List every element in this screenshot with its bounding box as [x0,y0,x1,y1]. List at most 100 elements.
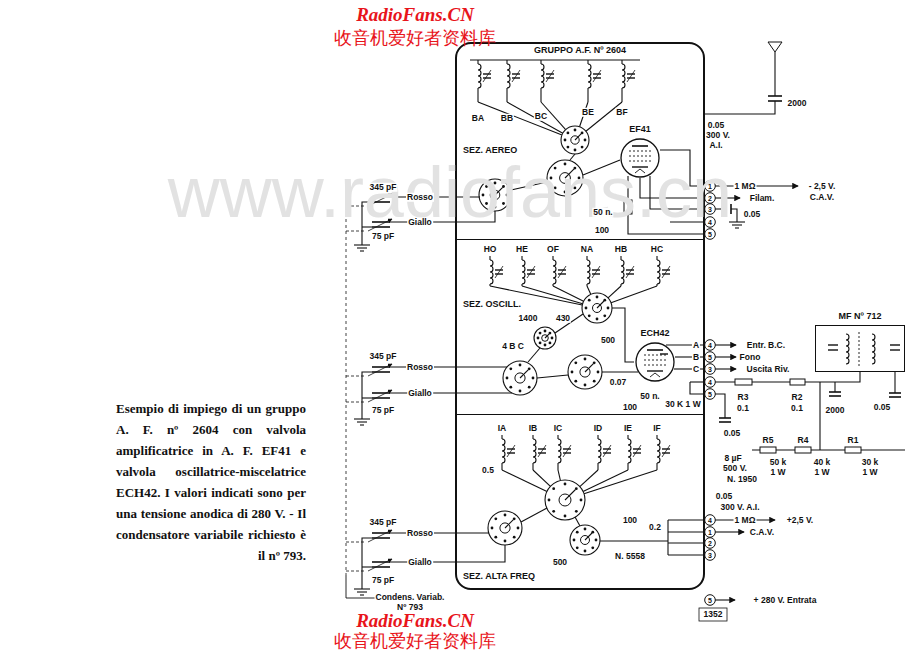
trimmer-plate [662,448,670,449]
component-value: R5 [762,436,775,445]
wire [528,348,540,362]
switch-contact [491,527,494,530]
component-value: 345 pF [369,352,398,361]
resistor-symbol [795,447,811,453]
wire [690,381,705,382]
component-value: + 280 V. Entrata [753,596,818,605]
coil-lead [587,60,588,64]
terminal-number: 3 [707,552,713,559]
section-name: SEZ. AEREO [462,146,518,155]
wire [522,286,583,304]
terminal-number: 4 [707,517,713,524]
component-value: IE [623,424,633,433]
gang-link [346,571,366,572]
component-value: 0.5 [481,466,495,475]
wire [362,397,372,398]
watermark: 收音机爱好者资料库 [333,632,497,650]
coil-lead [532,463,533,470]
component-value: 0.05 [873,403,892,412]
coil-lead [521,256,522,260]
switch-wafer [488,511,522,545]
capacitor-plate [890,349,900,350]
part-name: MF Nº 712 [838,312,883,321]
switch-wafer [582,293,612,323]
part-name: EF41 [628,125,652,134]
terminal-number: 2 [707,195,713,202]
switch-contact [537,337,540,340]
component-value: 1 W [769,468,786,477]
gang-link [346,231,366,232]
wire [584,470,657,494]
wire [690,382,705,394]
watermark: RadioFans.CN [355,611,475,630]
component-value: 100 [622,403,638,412]
switch-contact [509,386,512,389]
trimmer-adjust [627,70,635,82]
terminal-circle [705,377,716,388]
component-value: 1 W [813,468,830,477]
component-value: 500 [552,558,568,567]
coil-symbol [587,260,590,284]
trimmer-plate [495,269,503,270]
resistor-symbol [790,379,805,385]
watermark: RadioFans.CN [355,5,475,24]
part-name: ECH42 [639,329,670,338]
switch-contact [584,550,587,553]
switch-wafer [568,355,602,389]
switch-contact [544,330,547,333]
component-value: C.A.V. [809,193,835,202]
coil-lead [489,256,490,260]
component-value: BE [581,108,595,117]
coil-symbol [588,64,591,88]
terminal-circle [705,538,716,549]
switch-wafer [503,361,537,395]
wire [674,368,705,369]
trimmer-plate [527,269,535,270]
ground-symbol [357,421,367,422]
trimmer-plate [592,273,600,274]
component-value: 345 pF [369,518,398,527]
switch-contact [528,386,531,389]
wire [558,470,560,481]
terminal-circle [705,352,716,363]
terminal-number: 4 [707,379,713,386]
trimmer-adjust [527,266,535,278]
component-value: OF [546,245,560,254]
capacitor-plate [719,421,731,423]
coil-lead [557,463,558,470]
wire [553,286,584,301]
coil-lead [532,435,533,439]
trimmer-adjust [633,445,641,457]
switch-contact [494,517,497,520]
terminal-circle [705,527,716,538]
ground-symbol [360,594,364,595]
wire [478,102,562,135]
wire [611,286,657,303]
trimmer-plate [662,452,670,453]
component-value: 50 n. [639,392,660,401]
switch-contact [519,364,522,367]
coil-lead [597,463,598,470]
coil-symbol [478,64,481,88]
valve-grid [644,360,666,361]
component-value: R2 [791,393,804,402]
component-value: +2,5 V. [786,516,814,525]
trimmer-plate [626,273,634,274]
coil-symbol [558,439,561,463]
terminal-number: 5 [707,231,713,238]
coil-symbol [507,64,510,88]
coil-lead [627,435,628,439]
component-value: 1 MΩ [734,516,757,525]
coil-symbol [490,260,493,284]
coil-lead [540,60,541,64]
ground-symbol [354,418,370,419]
trimmer-plate [633,448,641,449]
wire [668,531,705,532]
switch-contact [596,318,599,321]
valve-grid [644,365,666,366]
component-value: 75 pF [371,232,395,241]
component-value: 2000 [787,99,808,108]
capacitor-plate [828,344,838,345]
trimmer-adjust [558,266,566,278]
trimmer-adjust [507,445,515,457]
